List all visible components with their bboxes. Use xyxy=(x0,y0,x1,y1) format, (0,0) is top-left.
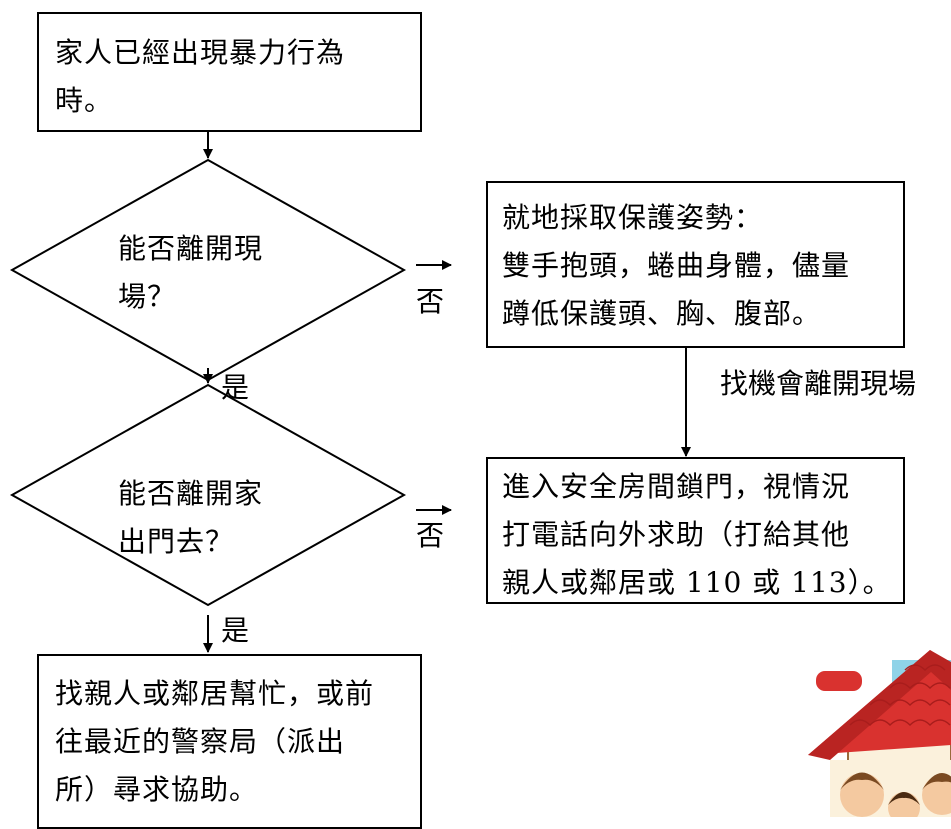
protect-posture-box: 就地採取保護姿勢： 雙手抱頭，蜷曲身體，儘量 蹲低保護頭、胸、腹部。 xyxy=(486,181,905,348)
decision1-text: 能否離開現 場？ xyxy=(118,225,263,321)
label-no-2: 否 xyxy=(416,519,445,552)
decision2-line-1: 能否離開家 xyxy=(118,477,264,510)
label-no-1: 否 xyxy=(416,285,445,318)
help-line-1: 找親人或鄰居幫忙，或前 xyxy=(55,677,375,710)
protect-line-2: 雙手抱頭，蜷曲身體，儘量 xyxy=(502,249,851,282)
house-illustration xyxy=(808,650,951,817)
label-find-chance: 找機會離開現場 xyxy=(720,367,917,400)
decision1-line-1: 能否離開現 xyxy=(118,232,264,265)
start-box-line-2: 時。 xyxy=(55,84,114,117)
decision2-text: 能否離開家 出門去？ xyxy=(118,470,263,566)
safe-room-line-1: 進入安全房間鎖門，視情況 xyxy=(502,470,851,503)
label-yes-1: 是 xyxy=(221,371,250,404)
safe-room-line-3: 親人或鄰居或 110 或 113）。 xyxy=(502,566,892,599)
help-line-3: 所）尋求協助。 xyxy=(55,773,259,806)
label-yes-2: 是 xyxy=(221,614,250,647)
start-box: 家人已經出現暴力行為 時。 xyxy=(37,12,422,132)
help-line-2: 往最近的警察局（派出 xyxy=(55,725,346,758)
protect-line-3: 蹲低保護頭、胸、腹部。 xyxy=(502,297,822,330)
decision1-line-2: 場？ xyxy=(118,280,177,313)
seek-help-box: 找親人或鄰居幫忙，或前 往最近的警察局（派出 所）尋求協助。 xyxy=(37,654,422,829)
start-box-line-1: 家人已經出現暴力行為 xyxy=(55,36,346,69)
safe-room-line-2: 打電話向外求助（打給其他 xyxy=(502,518,851,551)
safe-room-box: 進入安全房間鎖門，視情況 打電話向外求助（打給其他 親人或鄰居或 110 或 1… xyxy=(486,457,905,604)
decision2-line-2: 出門去？ xyxy=(118,525,235,558)
protect-line-1: 就地採取保護姿勢： xyxy=(502,201,764,234)
decision2-diamond xyxy=(9,383,407,607)
